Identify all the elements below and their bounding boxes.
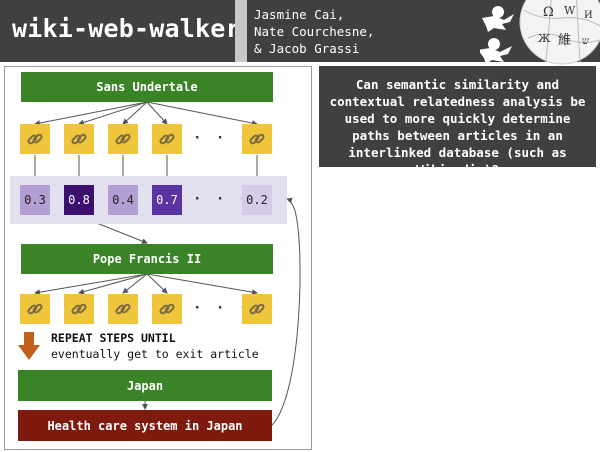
author-3: & Jacob Grassi: [254, 41, 360, 56]
walking-figure-icon: [482, 6, 514, 32]
author-list: Jasmine Cai, Nate Courchesne, & Jacob Gr…: [254, 6, 374, 57]
header-banner: wiki-web-walker Jasmine Cai, Nate Courch…: [0, 0, 600, 65]
chain-link-icon: [64, 124, 94, 154]
project-title: wiki-web-walker: [12, 14, 241, 43]
research-question: Can semantic similarity and contextual r…: [319, 66, 596, 177]
repeat-steps-subtitle: eventually get to exit article: [51, 347, 259, 361]
svg-text:ש: ש: [582, 36, 589, 47]
similarity-score: 0.3: [20, 185, 50, 215]
start-article-box: Sans Undertale: [21, 72, 273, 102]
similarity-score: 0.7: [152, 185, 182, 215]
down-arrow-icon: [18, 332, 40, 364]
svg-text:Ω: Ω: [543, 5, 554, 20]
chain-link-icon: [108, 294, 138, 324]
chain-link-icon: [20, 294, 50, 324]
chain-link-icon: [20, 124, 50, 154]
penultimate-article-box: Japan: [18, 370, 272, 401]
similarity-score: 0.4: [108, 185, 138, 215]
chain-link-icon: [242, 124, 272, 154]
similarity-score: 0.2: [242, 185, 272, 215]
walking-figure-icon: [480, 38, 512, 64]
chain-link-icon: [152, 294, 182, 324]
exit-article-box: Health care system in Japan: [18, 410, 272, 441]
ellipsis: · · ·: [193, 300, 251, 316]
chain-link-icon: [242, 294, 272, 324]
ellipsis: · · ·: [193, 130, 251, 146]
repeat-steps-title: REPEAT STEPS UNTIL: [51, 331, 176, 345]
wikipedia-globe-icon: Ω W И 維 ש Ж: [480, 0, 600, 80]
author-2: Nate Courchesne,: [254, 24, 375, 39]
header-divider: [235, 0, 247, 62]
chain-link-icon: [64, 294, 94, 324]
svg-text:維: 維: [558, 33, 571, 48]
svg-text:W: W: [564, 4, 576, 17]
svg-text:И: И: [584, 10, 593, 21]
ellipsis: · · ·: [193, 191, 251, 207]
chain-link-icon: [152, 124, 182, 154]
similarity-score: 0.8: [64, 185, 94, 215]
next-article-box: Pope Francis II: [21, 244, 273, 274]
svg-text:Ж: Ж: [538, 32, 551, 45]
author-1: Jasmine Cai,: [254, 7, 345, 22]
chain-link-icon: [108, 124, 138, 154]
similarity-score-band: [10, 176, 287, 224]
